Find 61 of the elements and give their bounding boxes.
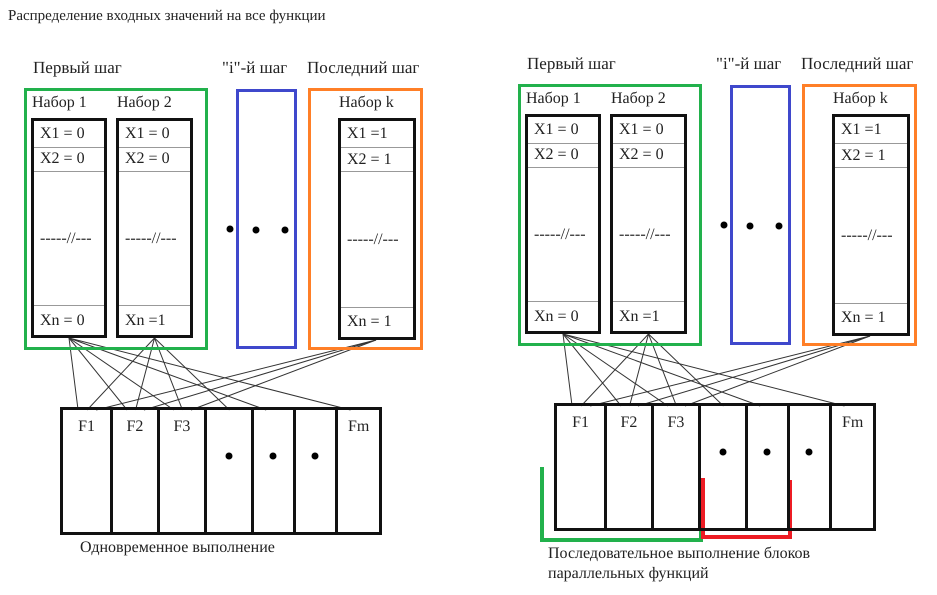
function-column: F3: [160, 410, 208, 532]
variable-row: X2 = 0: [613, 144, 684, 168]
connector-line: [562, 334, 846, 406]
function-column: Fm: [832, 406, 874, 528]
function-column: F2: [113, 410, 160, 532]
variable-row: Xn = 0: [34, 306, 104, 335]
ellipsis-row: -----//---: [528, 168, 598, 302]
connector-line: [190, 340, 376, 410]
ellipsis-row: -----//---: [34, 172, 104, 306]
variable-row: X1 = 0: [528, 117, 598, 144]
variable-row: Xn = 0: [528, 302, 598, 331]
connector-line: [96, 340, 376, 410]
variable-row: Xn = 1: [341, 308, 413, 337]
step-heading: "i"-й шаг: [222, 58, 288, 78]
variable-row: X2 = 0: [119, 148, 190, 172]
step-heading: Первый шаг: [527, 54, 616, 74]
function-column: F3: [654, 406, 702, 528]
variable-row: X1 = 0: [119, 121, 190, 148]
variable-row: X2 = 1: [341, 148, 413, 172]
variable-row: X1 = 0: [34, 121, 104, 148]
connector-line: [562, 334, 622, 406]
set-heading: Набор 2: [117, 94, 172, 112]
connector-line: [637, 336, 870, 406]
ellipsis-row: -----//---: [341, 172, 413, 308]
function-column: F1: [63, 410, 114, 532]
set-heading: Набор 1: [526, 90, 581, 108]
variable-row: X1 =1: [835, 117, 907, 144]
variable-row: X2 = 0: [528, 144, 598, 168]
set-heading: Набор k: [339, 94, 394, 112]
set-heading: Набор 2: [611, 90, 666, 108]
connector-line: [68, 338, 267, 410]
ellipsis-row: -----//---: [613, 168, 684, 302]
caption-text: Последовательное выполнение блоков параллельных функций: [548, 544, 812, 584]
connector-line: [562, 334, 761, 406]
variable-row: X1 =1: [341, 121, 413, 148]
connector-line: [684, 336, 870, 406]
ellipsis-row: -----//---: [119, 172, 190, 306]
connector-line: [143, 340, 376, 410]
variable-row: Xn =1: [613, 302, 684, 331]
set-heading: Набор 1: [32, 94, 87, 112]
diagram-title: Распределение входных значений на все функции: [8, 8, 326, 25]
step-heading: "i"-й шаг: [716, 54, 782, 74]
function-row: [554, 403, 876, 531]
function-column: Fm: [338, 410, 380, 532]
set-heading: Набор k: [833, 90, 888, 108]
step-heading: Последний шаг: [801, 54, 914, 74]
caption-text: Одновременное выполнение: [80, 538, 276, 558]
step-heading: Последний шаг: [307, 58, 420, 78]
variable-row: X2 = 0: [34, 148, 104, 172]
ellipsis-row: -----//---: [835, 168, 907, 304]
variable-row: Xn =1: [119, 306, 190, 335]
function-column: F1: [557, 406, 608, 528]
step-heading: Первый шаг: [33, 58, 122, 78]
variable-row: Xn = 1: [835, 304, 907, 333]
variable-row: X1 = 0: [613, 117, 684, 144]
connector-line: [68, 338, 128, 410]
function-column: F2: [607, 406, 654, 528]
function-row: [60, 407, 382, 535]
variable-row: X2 = 1: [835, 144, 907, 168]
connector-line: [68, 338, 352, 410]
connector-line: [590, 336, 870, 406]
